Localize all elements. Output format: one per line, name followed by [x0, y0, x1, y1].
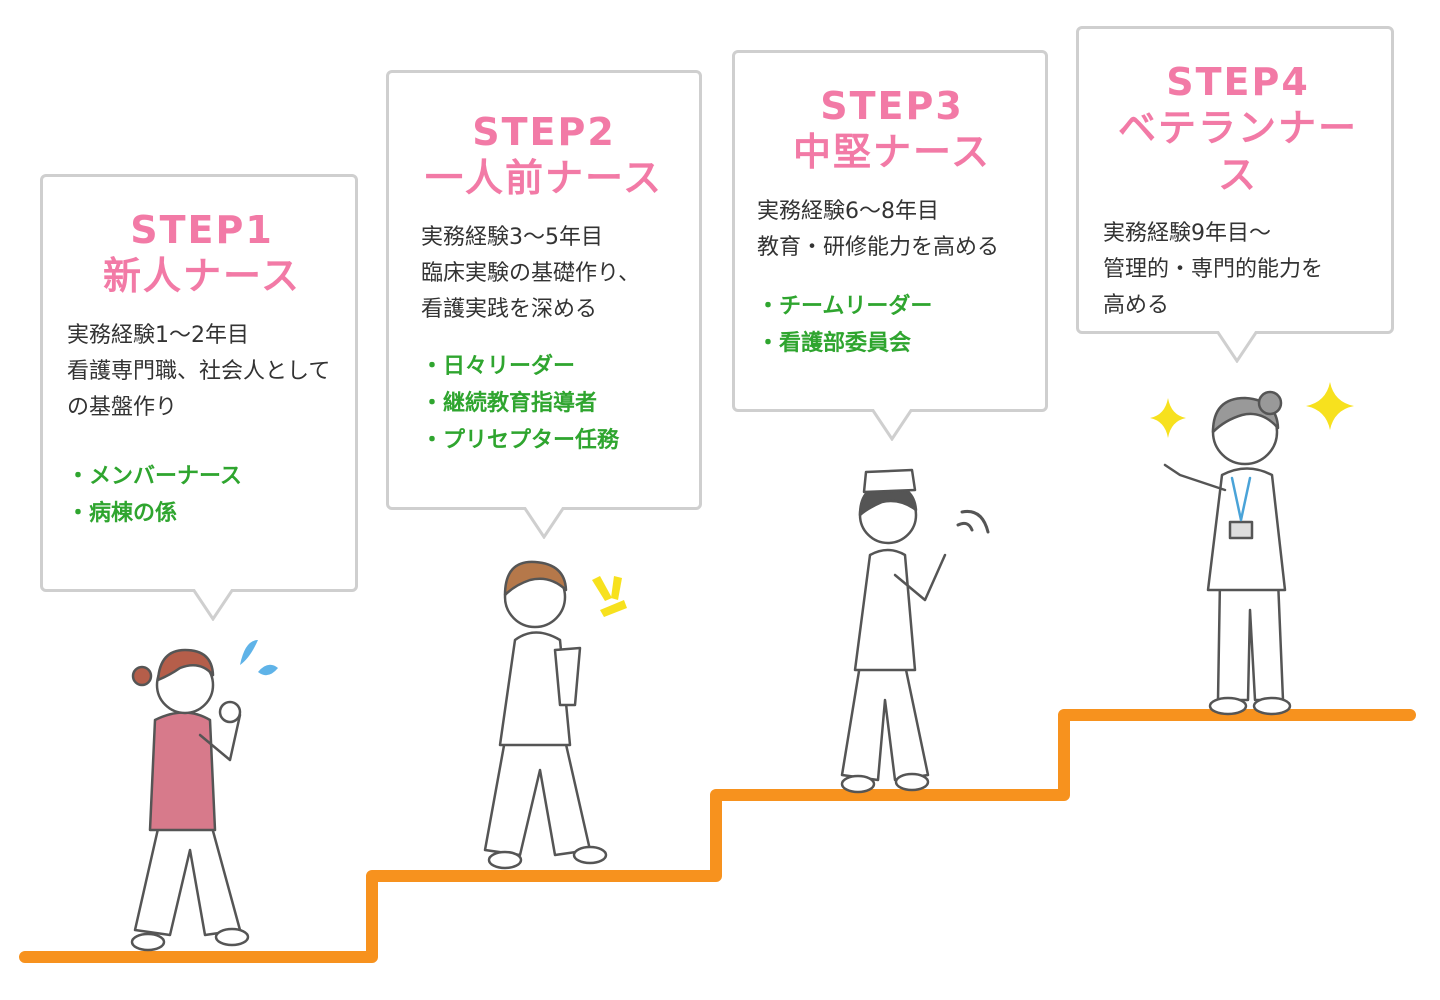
step2-description: 実務経験3〜5年目 臨床実験の基礎作り、 看護実践を深める [421, 220, 681, 328]
step2-role-list: ・日々リーダー ・継続教育指導者 ・プリセプター任務 [421, 348, 681, 459]
bubble-tail [1217, 331, 1257, 363]
step3-bubble: STEP3 中堅ナース 実務経験6〜8年目 教育・研修能力を高める ・チームリー… [732, 50, 1048, 441]
nurse-step1-figure [130, 648, 250, 952]
step1-desc-line: 看護専門職、社会人として [67, 358, 331, 384]
step3-desc-line: 実務経験6〜8年目 [757, 198, 939, 224]
exclaim-burst-icon [592, 576, 627, 617]
role-item: ・プリセプター任務 [421, 427, 620, 453]
step3-description: 実務経験6〜8年目 教育・研修能力を高める [757, 194, 1027, 266]
stair-line [19, 709, 1416, 963]
sparkle-icon [1150, 382, 1354, 438]
step2-desc-line: 看護実践を深める [421, 296, 598, 322]
step2-desc-line: 実務経験3〜5年目 [421, 224, 603, 250]
step3-desc-line: 教育・研修能力を高める [757, 234, 1000, 260]
step1-title: STEP1 新人ナース [67, 207, 337, 300]
step3-label: STEP3 [820, 84, 964, 128]
role-item: ・日々リーダー [421, 353, 576, 379]
role-item: ・継続教育指導者 [421, 390, 598, 416]
sweat-drop-icon [240, 640, 278, 676]
step3-role: 中堅ナース [792, 130, 992, 175]
sound-wave-icon [956, 509, 990, 534]
step2-desc-line: 臨床実験の基礎作り、 [421, 260, 641, 286]
step3-role-list: ・チームリーダー ・看護部委員会 [757, 288, 1027, 362]
step2-role: 一人前ナース [424, 156, 664, 201]
nurse-step3-figure [840, 468, 947, 794]
step1-role-list: ・メンバーナース ・病棟の係 [67, 458, 337, 532]
step2-bubble: STEP2 一人前ナース 実務経験3〜5年目 臨床実験の基礎作り、 看護実践を深… [386, 70, 702, 539]
step2-title: STEP2 一人前ナース [407, 109, 681, 202]
bubble-tail [193, 589, 233, 621]
role-item: ・看護部委員会 [757, 330, 912, 356]
bubble-tail [524, 507, 564, 539]
step4-title: STEP4 ベテランナース [1103, 59, 1373, 198]
step1-desc-line: の基盤作り [67, 394, 178, 420]
step4-description: 実務経験9年目〜 管理的・専門的能力を 高める [1103, 216, 1373, 324]
step1-desc-line: 実務経験1〜2年目 [67, 322, 249, 348]
step4-desc-line: 管理的・専門的能力を [1103, 257, 1324, 283]
step1-label: STEP1 [130, 208, 274, 252]
role-item: ・メンバーナース [67, 463, 242, 489]
nurse-step2-figure [483, 560, 608, 870]
step1-role: 新人ナース [102, 254, 302, 299]
step4-role: ベテランナース [1117, 106, 1358, 197]
step4-desc-line: 実務経験9年目〜 [1103, 221, 1271, 247]
bubble-tail [872, 409, 912, 441]
role-item: ・病棟の係 [67, 500, 178, 526]
step1-bubble: STEP1 新人ナース 実務経験1〜2年目 看護専門職、社会人として の基盤作り… [40, 174, 358, 621]
step4-desc-line: 高める [1103, 293, 1170, 319]
step1-description: 実務経験1〜2年目 看護専門職、社会人として の基盤作り [67, 318, 337, 426]
step4-label: STEP4 [1166, 60, 1310, 104]
role-item: ・チームリーダー [757, 293, 933, 319]
step4-bubble: STEP4 ベテランナース 実務経験9年目〜 管理的・専門的能力を 高める [1076, 26, 1394, 363]
step2-label: STEP2 [472, 110, 616, 154]
nurse-step4-figure [1163, 390, 1292, 716]
step3-title: STEP3 中堅ナース [757, 83, 1027, 176]
